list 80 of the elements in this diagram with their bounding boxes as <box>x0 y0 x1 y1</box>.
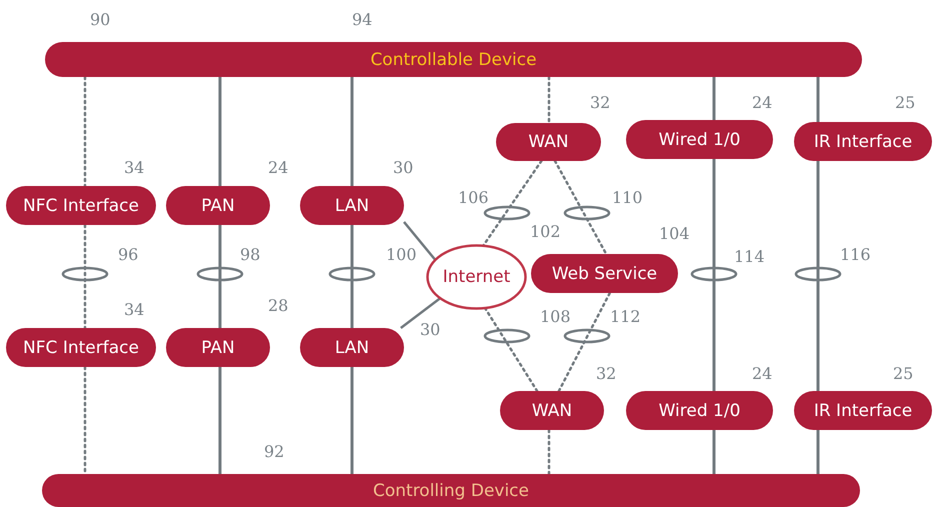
node-label: LAN <box>334 196 370 216</box>
callout-number: 24 <box>752 93 772 112</box>
interface-pill <box>500 391 604 430</box>
callout-number: 92 <box>264 442 284 461</box>
connector-line <box>484 307 538 392</box>
connector-line <box>816 77 820 122</box>
callout-number: 114 <box>734 247 765 266</box>
connector-line <box>482 160 543 247</box>
node-label: IR Interface <box>814 132 912 152</box>
interface-pill <box>300 186 404 225</box>
connector-line <box>350 367 354 474</box>
callout-number: 28 <box>268 296 288 315</box>
node-label: Controlling Device <box>372 480 529 500</box>
node-label: Wired 1/0 <box>658 400 740 420</box>
interface-pill <box>626 391 773 430</box>
node-label: PAN <box>201 338 235 358</box>
connector-line <box>712 77 716 120</box>
interface-pill <box>496 123 601 161</box>
connector-line <box>558 292 612 392</box>
connector-line <box>400 298 441 329</box>
callout-number: 112 <box>610 307 641 326</box>
connector-line <box>554 160 608 256</box>
connector-line <box>816 161 820 391</box>
node-label: Internet <box>442 267 510 287</box>
node-label: Wired 1/0 <box>658 130 740 150</box>
node-label: WAN <box>532 400 572 420</box>
interface-pill <box>300 328 404 367</box>
callout-number: 96 <box>118 245 138 264</box>
node-label: NFC Interface <box>23 196 139 216</box>
connector-line <box>548 76 550 124</box>
callout-number: 106 <box>458 188 489 207</box>
node-label: NFC Interface <box>23 338 139 358</box>
callout-number: 25 <box>895 93 916 112</box>
callout-number: 24 <box>268 158 288 177</box>
callout-number: 110 <box>612 188 643 207</box>
callout-number: 30 <box>393 158 414 177</box>
connector-line <box>403 221 436 260</box>
callout-number: 116 <box>840 245 871 264</box>
callout-number: 34 <box>124 300 144 319</box>
device-bar <box>45 42 862 77</box>
interface-pill <box>626 120 773 159</box>
interface-pill <box>531 254 678 293</box>
callout-number: 34 <box>124 158 144 177</box>
callout-number: 104 <box>659 224 690 243</box>
interface-pill <box>166 328 270 367</box>
connector-line <box>84 224 86 330</box>
callout-number: 94 <box>352 10 372 29</box>
interface-pill <box>6 186 156 225</box>
interface-pill <box>166 186 270 225</box>
callout-number: 24 <box>752 364 772 383</box>
connector-line <box>816 430 820 474</box>
connector-line <box>712 430 716 474</box>
connector-line <box>218 367 222 474</box>
callout-number: 108 <box>540 307 571 326</box>
callout-number: 25 <box>893 364 914 383</box>
interface-pill <box>6 328 156 367</box>
node-label: LAN <box>334 338 370 358</box>
callout-number: 100 <box>386 245 417 264</box>
connector-line <box>350 77 354 186</box>
connector-line <box>84 76 86 188</box>
connector-line <box>712 159 716 391</box>
node-label: WAN <box>528 132 569 152</box>
internet-ellipse <box>426 244 527 310</box>
callout-number: 30 <box>420 320 440 339</box>
interface-pill <box>794 391 932 430</box>
connector-line <box>218 225 222 328</box>
device-bar <box>42 474 860 507</box>
connector-line <box>218 77 222 186</box>
callout-number: 32 <box>590 93 610 112</box>
interface-pill <box>794 122 932 161</box>
callout-number: 90 <box>90 10 110 29</box>
callout-number: 32 <box>596 364 616 383</box>
node-label: IR Interface <box>814 400 912 420</box>
connector-line <box>350 225 354 328</box>
node-label: Controllable Device <box>370 50 537 70</box>
callout-number: 102 <box>530 222 561 241</box>
connector-line <box>548 428 550 476</box>
callout-number: 98 <box>240 245 260 264</box>
node-label: Web Service <box>552 264 658 284</box>
node-label: PAN <box>201 196 235 216</box>
